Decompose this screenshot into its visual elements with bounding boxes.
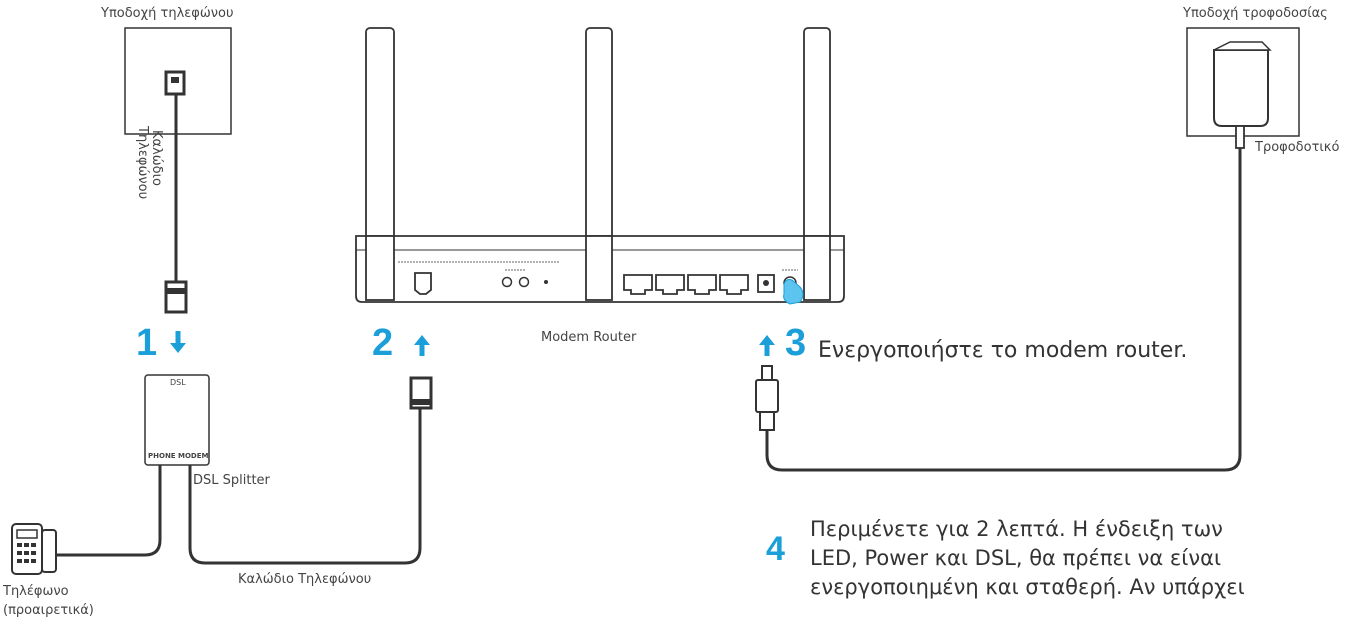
power-socket-label: Υποδοχή τροφοδοσίας xyxy=(1183,6,1328,21)
phone-socket-label: Υποδοχή τηλεφώνου xyxy=(101,6,234,21)
modem-router-label: Modem Router xyxy=(541,330,637,345)
phone-wall-socket xyxy=(124,27,232,135)
splitter-to-phone-cable xyxy=(55,465,162,557)
splitter-ports-label: PHONE MODEM xyxy=(148,452,209,460)
telephone-label-line1: Τηλέφωνο xyxy=(3,584,69,599)
phone-cable-plug-top xyxy=(164,280,188,314)
splitter-top-label: DSL xyxy=(170,378,186,387)
dsl-splitter-label: DSL Splitter xyxy=(193,473,270,488)
power-adapter-label: Τροφοδοτικό xyxy=(1255,140,1340,155)
step-1-number: 1 xyxy=(136,322,158,364)
step-3-text: Ενεργοποιήστε το modem router. xyxy=(818,338,1188,363)
phone-cable-bottom-label: Καλώδιο Τηλεφώνου xyxy=(238,572,372,587)
step-4-line2: LED, Power και DSL, θα πρέπει να είναι xyxy=(810,546,1222,570)
telephone-label-line2: (προαιρετικά) xyxy=(3,603,94,618)
step-4-line1: Περιμένετε για 2 λεπτά. Η ένδειξη των xyxy=(810,517,1223,541)
modem-router xyxy=(355,235,845,303)
step-2-number: 2 xyxy=(372,322,394,364)
step-4-number: 4 xyxy=(766,530,785,568)
arrow-down-icon xyxy=(170,331,186,353)
splitter-to-router-cable xyxy=(188,408,422,565)
power-wall-socket xyxy=(1186,27,1300,137)
phone-cable-vertical-label-1: Καλώδιο xyxy=(149,130,164,186)
router-antennas xyxy=(365,27,831,301)
phone-cable-plug-router xyxy=(409,376,433,410)
arrow-up-icon-step3 xyxy=(759,335,775,356)
telephone-icon xyxy=(11,523,57,575)
hand-pointer-icon xyxy=(783,279,804,305)
phone-cable-vertical-label-2: Τηλεφώνου xyxy=(135,126,150,200)
power-adapter-cable xyxy=(755,125,1245,472)
arrow-up-icon-step2 xyxy=(414,335,430,356)
dsl-splitter xyxy=(144,374,210,466)
step-3-number: 3 xyxy=(785,322,807,364)
step-4-line3: ενεργοποιημένη και σταθερή. Αν υπάρχει xyxy=(810,575,1245,599)
